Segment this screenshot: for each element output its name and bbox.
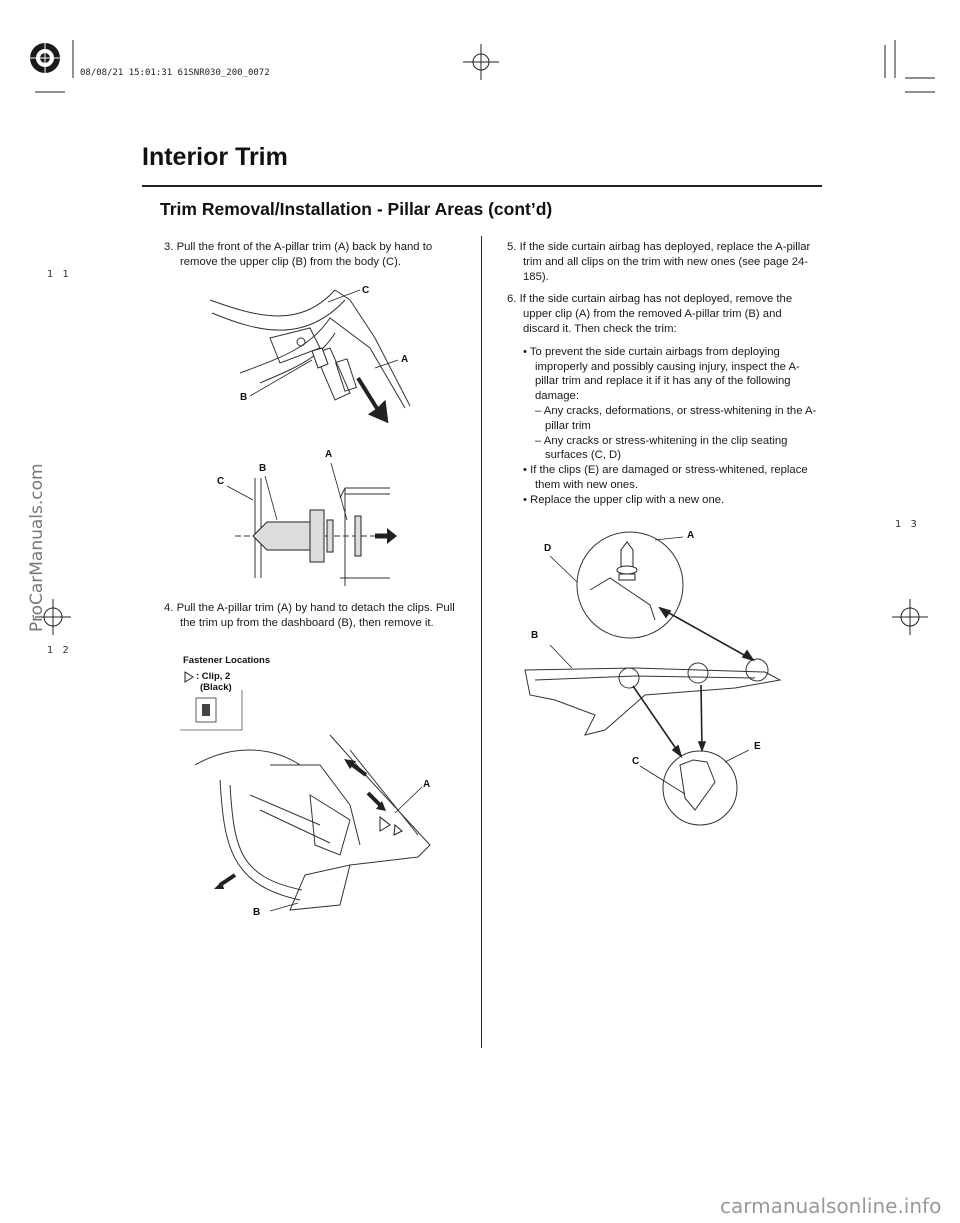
fig4-callout-c: C [632, 756, 640, 767]
bullet-replace-clip: • Replace the upper clip with a new one. [523, 493, 725, 506]
fig1-callout-b: B [240, 392, 248, 403]
step-3: 3. Pull the front of the A-pillar trim (… [164, 240, 470, 270]
step-3-text: Pull the front of the A-pillar trim (A) … [176, 241, 433, 268]
clip-marker-triangles [379, 815, 403, 836]
clip-b [311, 347, 329, 369]
step-4-text: Pull the A-pillar trim (A) by hand to de… [176, 602, 455, 629]
legend-clip-thumbnail [180, 690, 243, 731]
margin-number-right: 1 3 [895, 519, 920, 530]
figure-pillar-clip-removal [209, 289, 411, 424]
figure-clip-cross-section [226, 462, 397, 586]
step-4: 4. Pull the A-pillar trim (A) by hand to… [164, 601, 470, 631]
title-rule [142, 185, 822, 187]
down-arrow-icon [366, 791, 382, 807]
step-5: 5. If the side curtain airbag has deploy… [507, 240, 819, 284]
detail-circle-upper [576, 531, 684, 639]
section-subtitle: Trim Removal/Installation - Pillar Areas… [160, 199, 553, 219]
fig1-callout-a: A [401, 354, 409, 365]
fig3-callout-a: A [423, 779, 431, 790]
step-5-text: If the side curtain airbag has deployed,… [519, 241, 811, 283]
upper-clip-a [616, 541, 638, 581]
step-4-number: 4. [164, 602, 174, 614]
legend-clip-label: : Clip, 2 [196, 671, 231, 682]
step-6-text: If the side curtain airbag has not deplo… [519, 293, 793, 335]
fig4-callout-d: D [544, 543, 552, 554]
fastener-locations-title: Fastener Locations [183, 655, 271, 666]
page-title: Interior Trim [142, 143, 288, 171]
bullet-clips-damaged: • If the clips (E) are damaged or stress… [523, 464, 808, 491]
margin-number-top-left: 1 1 [47, 269, 72, 280]
step-6: 6. If the side curtain airbag has not de… [507, 292, 819, 336]
margin-number-mid-left: 1 2 [47, 645, 72, 656]
fig2-callout-b: B [259, 463, 267, 474]
bullet-inspect-text: To prevent the side curtain airbags from… [529, 345, 800, 403]
column-divider [481, 236, 482, 1048]
figure-removed-trim-clips [524, 531, 782, 826]
step-5-number: 5. [507, 241, 517, 253]
clip-body [252, 509, 362, 563]
fig4-callout-b: B [531, 630, 539, 641]
legend-clip-color: (Black) [200, 682, 232, 693]
dash-cracks-clip: – Any cracks or stress-whitening in the … [535, 434, 788, 462]
detail-circle-lower [662, 750, 738, 826]
fig4-callout-a: A [687, 530, 695, 541]
dash-cracks-trim: – Any cracks, deformations, or stress-wh… [535, 404, 817, 432]
legend-triangle-icon [184, 671, 194, 683]
step-3-number: 3. [164, 241, 174, 253]
watermark-left: ProCarManuals.com [27, 463, 47, 632]
fig2-callout-c: C [217, 476, 225, 487]
fig2-callout-a: A [325, 449, 333, 460]
crop-marks [35, 40, 935, 635]
right-column-text: 5. If the side curtain airbag has deploy… [507, 240, 819, 508]
fig3-callout-b: B [253, 907, 261, 918]
bullet-clips-damaged-text: If the clips (E) are damaged or stress-w… [530, 464, 808, 491]
figure-a-pillar-dashboard [194, 734, 431, 912]
pull-arrow-icon [356, 376, 389, 424]
registration-target-icon [25, 38, 65, 78]
bullet-inspect: • To prevent the side curtain airbags fr… [523, 345, 800, 403]
fig4-callout-e: E [754, 741, 761, 752]
bullet-replace-clip-text: Replace the upper clip with a new one. [530, 493, 725, 506]
step-6-number: 6. [507, 293, 517, 306]
watermark-bottom: carmanualsonline.info [720, 1194, 942, 1218]
print-stamp: 08/08/21 15:01:31 61SNR030_200_0072 [80, 68, 270, 78]
fig1-callout-c: C [362, 285, 370, 296]
